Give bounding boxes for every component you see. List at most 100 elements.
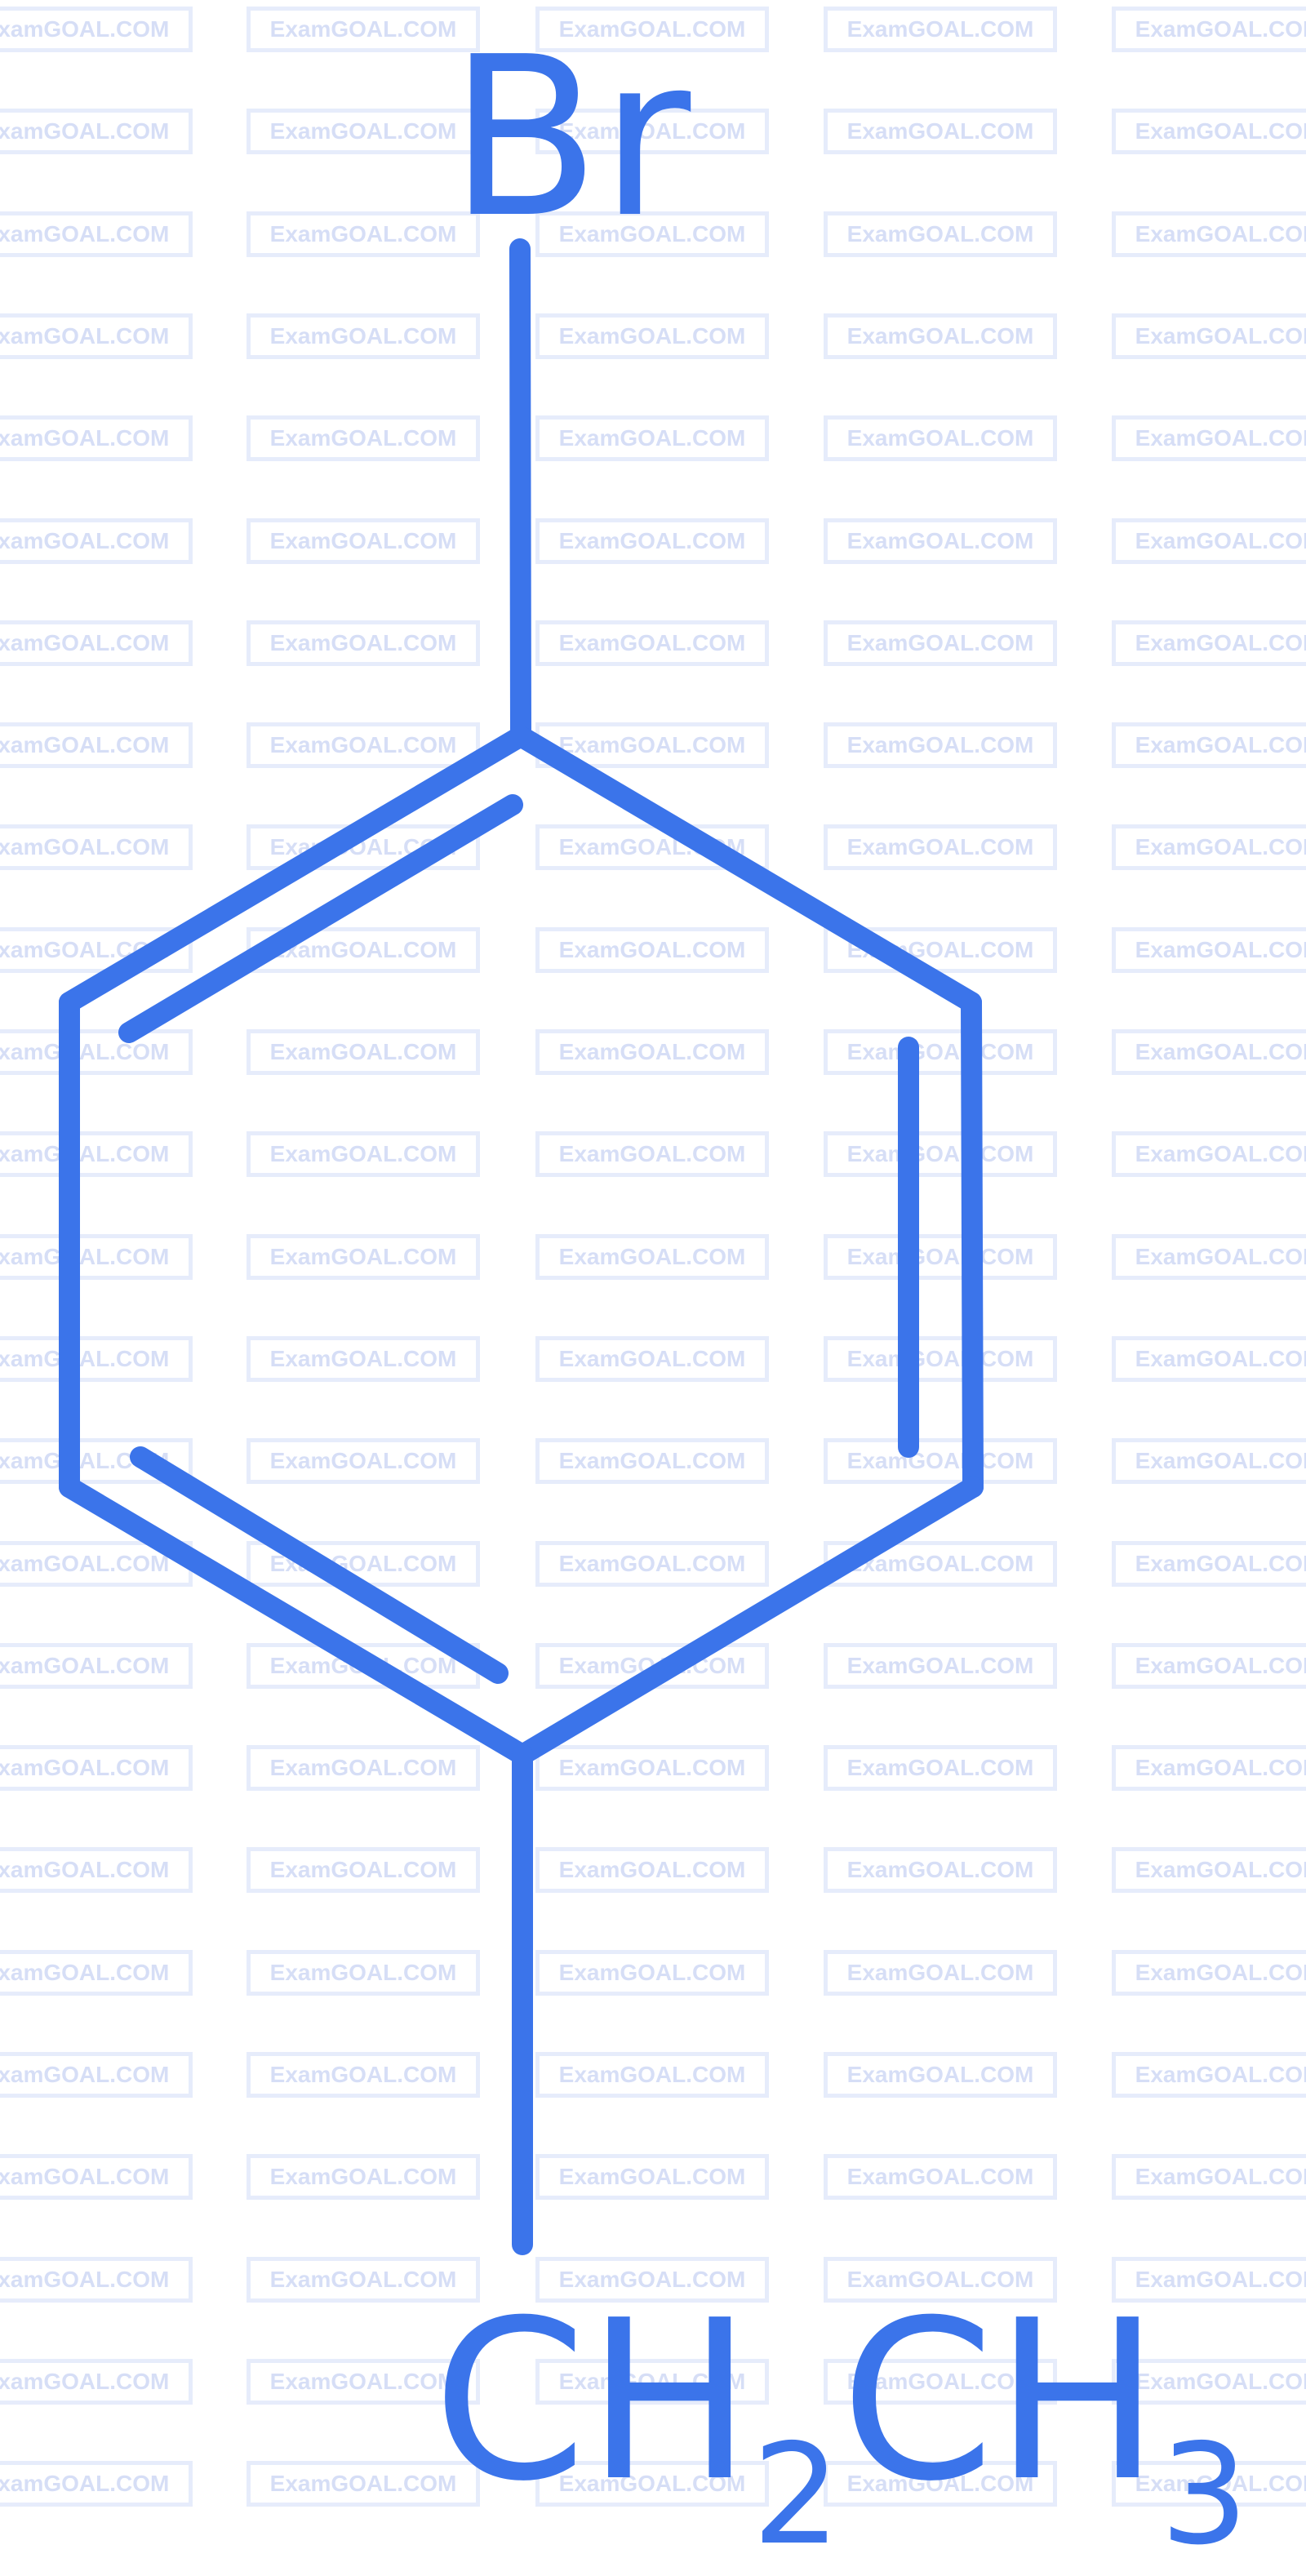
watermark-tile: ExamGOAL.COM	[247, 2154, 480, 2200]
watermark-tile: ExamGOAL.COM	[824, 2154, 1057, 2200]
ethyl-subscript-2: 2	[753, 2414, 841, 2576]
ethyl-hydrogen-1: H	[587, 2272, 753, 2529]
watermark-tile: ExamGOAL.COM	[824, 2461, 1057, 2507]
watermark-tile: ExamGOAL.COM	[0, 2052, 193, 2098]
watermark-tile: ExamGOAL.COM	[824, 1847, 1057, 1893]
watermark-tile: ExamGOAL.COM	[1112, 2052, 1306, 2098]
bonds	[59, 238, 984, 2255]
watermark-tile: ExamGOAL.COM	[0, 313, 193, 359]
watermark-tile: ExamGOAL.COM	[1112, 109, 1306, 154]
watermark-tile: ExamGOAL.COM	[247, 313, 480, 359]
watermark-tile: ExamGOAL.COM	[824, 1131, 1057, 1177]
watermark-tile: ExamGOAL.COM	[535, 2461, 769, 2507]
watermark-tile: ExamGOAL.COM	[824, 2257, 1057, 2303]
watermark-tile: ExamGOAL.COM	[247, 1234, 480, 1280]
ethyl-subscript-3: 3	[1160, 2414, 1248, 2576]
watermark-tile: ExamGOAL.COM	[824, 1029, 1057, 1075]
watermark-tile: ExamGOAL.COM	[247, 1847, 480, 1893]
watermark-tile: ExamGOAL.COM	[247, 415, 480, 461]
watermark-tile: ExamGOAL.COM	[247, 2461, 480, 2507]
watermark-tile: ExamGOAL.COM	[0, 1745, 193, 1791]
watermark-tile: ExamGOAL.COM	[824, 109, 1057, 154]
watermark-tile: ExamGOAL.COM	[824, 7, 1057, 52]
watermark-tile: ExamGOAL.COM	[535, 109, 769, 154]
bond-br-ring	[509, 238, 531, 747]
watermark-tile: ExamGOAL.COM	[0, 620, 193, 666]
watermark-tile: ExamGOAL.COM	[824, 1438, 1057, 1484]
watermark-tile: ExamGOAL.COM	[0, 1029, 193, 1075]
watermark-tile: ExamGOAL.COM	[1112, 211, 1306, 257]
watermark-tile: ExamGOAL.COM	[0, 518, 193, 564]
watermark-tile: ExamGOAL.COM	[824, 1643, 1057, 1689]
watermark-tile: ExamGOAL.COM	[824, 1234, 1057, 1280]
watermark-tile: ExamGOAL.COM	[824, 518, 1057, 564]
watermark-tile: ExamGOAL.COM	[0, 2257, 193, 2303]
watermark-tile: ExamGOAL.COM	[247, 1029, 480, 1075]
watermark-tile: ExamGOAL.COM	[1112, 1131, 1306, 1177]
ring-bond-c4-c5	[59, 1477, 533, 1765]
ethyl-hydrogen-2: H	[994, 2272, 1160, 2529]
watermark-tile: ExamGOAL.COM	[0, 1234, 193, 1280]
watermark-tile: ExamGOAL.COM	[0, 2359, 193, 2405]
double-bond-inner-left-bottom	[130, 1446, 509, 1684]
watermark-tile: ExamGOAL.COM	[1112, 722, 1306, 768]
watermark-tile: ExamGOAL.COM	[0, 722, 193, 768]
watermark-tile: ExamGOAL.COM	[535, 927, 769, 973]
watermark-tile: ExamGOAL.COM	[247, 109, 480, 154]
watermark-tile: ExamGOAL.COM	[0, 1131, 193, 1177]
watermark-tile: ExamGOAL.COM	[1112, 2154, 1306, 2200]
watermark-tile: ExamGOAL.COM	[824, 2359, 1057, 2405]
watermark-tile: ExamGOAL.COM	[535, 313, 769, 359]
watermark-tile: ExamGOAL.COM	[535, 1541, 769, 1587]
double-bond-inner-left-top	[118, 794, 523, 1043]
watermark-tile: ExamGOAL.COM	[247, 2052, 480, 2098]
watermark-tile: ExamGOAL.COM	[535, 1847, 769, 1893]
ring-bond-c6-c1	[59, 726, 531, 1013]
watermark-tile: ExamGOAL.COM	[535, 1950, 769, 1996]
ring-bond-c2-c3	[961, 992, 984, 1498]
watermark-tile: ExamGOAL.COM	[247, 1131, 480, 1177]
watermark-tile: ExamGOAL.COM	[0, 1643, 193, 1689]
watermark-tile: ExamGOAL.COM	[247, 927, 480, 973]
watermark-tile: ExamGOAL.COM	[0, 211, 193, 257]
watermark-tile: ExamGOAL.COM	[535, 2257, 769, 2303]
ethyl-group-label: CH2CH3	[433, 2272, 1248, 2576]
watermark-tile: ExamGOAL.COM	[824, 2052, 1057, 2098]
ethyl-carbon-2: C	[841, 2272, 995, 2529]
watermark-tile: ExamGOAL.COM	[824, 1950, 1057, 1996]
watermark-tile: ExamGOAL.COM	[535, 1029, 769, 1075]
watermark-tile: ExamGOAL.COM	[0, 1950, 193, 1996]
watermark-tile: ExamGOAL.COM	[247, 2257, 480, 2303]
ring-bond-c3-c4	[512, 1477, 984, 1765]
watermark-tile: ExamGOAL.COM	[535, 211, 769, 257]
watermark-tile: ExamGOAL.COM	[247, 1745, 480, 1791]
watermark-tile: ExamGOAL.COM	[824, 1745, 1057, 1791]
watermark-tile: ExamGOAL.COM	[535, 1745, 769, 1791]
ring-bond-c1-c2	[510, 726, 982, 1013]
bromine-label: Br	[449, 9, 693, 266]
watermark-tile: ExamGOAL.COM	[1112, 1336, 1306, 1382]
watermark-tile: ExamGOAL.COM	[824, 824, 1057, 870]
watermark-tile: ExamGOAL.COM	[535, 415, 769, 461]
watermark-tile: ExamGOAL.COM	[1112, 1643, 1306, 1689]
watermark-tile: ExamGOAL.COM	[824, 211, 1057, 257]
watermark-tile: ExamGOAL.COM	[0, 7, 193, 52]
watermark-tile: ExamGOAL.COM	[824, 1336, 1057, 1382]
ethyl-carbon-1: C	[433, 2272, 587, 2529]
watermark-tile: ExamGOAL.COM	[1112, 927, 1306, 973]
watermark-tile: ExamGOAL.COM	[1112, 1541, 1306, 1587]
watermark-tile: ExamGOAL.COM	[824, 722, 1057, 768]
watermark-tile: ExamGOAL.COM	[1112, 2461, 1306, 2507]
watermark-tile: ExamGOAL.COM	[824, 620, 1057, 666]
watermark-tile: ExamGOAL.COM	[535, 1438, 769, 1484]
watermark-tile: ExamGOAL.COM	[535, 620, 769, 666]
watermark-tile: ExamGOAL.COM	[1112, 2359, 1306, 2405]
watermark-tile: ExamGOAL.COM	[1112, 415, 1306, 461]
watermark-tile: ExamGOAL.COM	[1112, 1950, 1306, 1996]
watermark-tile: ExamGOAL.COM	[247, 211, 480, 257]
watermark-tile: ExamGOAL.COM	[247, 1950, 480, 1996]
watermark-tile: ExamGOAL.COM	[824, 313, 1057, 359]
watermark-tile: ExamGOAL.COM	[1112, 313, 1306, 359]
